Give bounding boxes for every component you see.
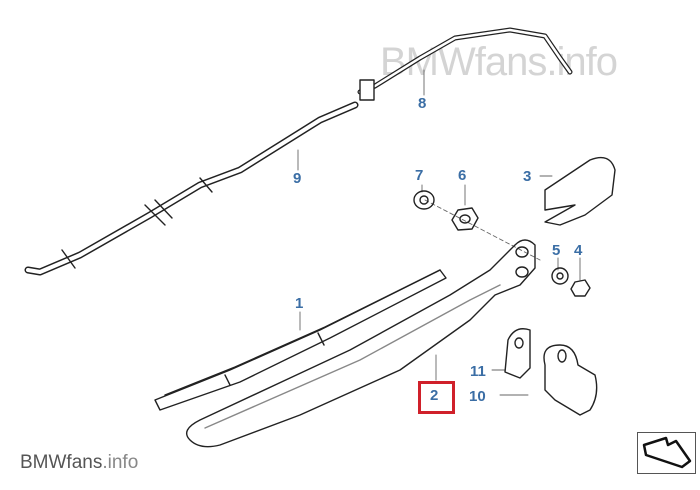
part-7-washer [413, 190, 435, 210]
callout-3[interactable]: 3 [523, 168, 532, 185]
callout-10[interactable]: 10 [469, 388, 486, 405]
part-10-bracket [543, 344, 598, 416]
part-5-washer [551, 267, 569, 285]
part-4-nut [570, 279, 591, 297]
watermark-brand: BMWfans [20, 452, 103, 473]
part-3-cap [544, 156, 616, 226]
turn-arrow-icon [642, 436, 692, 469]
callout-2[interactable]: 2 [430, 387, 439, 404]
callout-1[interactable]: 1 [295, 295, 304, 312]
part-1-wiper-blade [154, 269, 447, 411]
callout-5[interactable]: 5 [552, 242, 561, 259]
callout-9[interactable]: 9 [293, 170, 302, 187]
callout-7[interactable]: 7 [415, 167, 424, 184]
highlight-box [418, 381, 455, 414]
callout-4[interactable]: 4 [574, 242, 583, 259]
part-6-nut [451, 207, 479, 231]
watermark-top: BMWfans.info [380, 40, 618, 84]
navigate-back-button[interactable] [637, 432, 696, 474]
part-11-cover [504, 328, 531, 379]
part-8-hose [357, 27, 573, 95]
watermark-bottom: BMWfans.info [20, 452, 138, 474]
watermark-tld: .info [102, 452, 139, 473]
callout-11[interactable]: 11 [470, 363, 486, 380]
part-2-wiper-arm [186, 239, 536, 448]
callout-6[interactable]: 6 [458, 167, 467, 184]
callout-8[interactable]: 8 [418, 95, 427, 112]
